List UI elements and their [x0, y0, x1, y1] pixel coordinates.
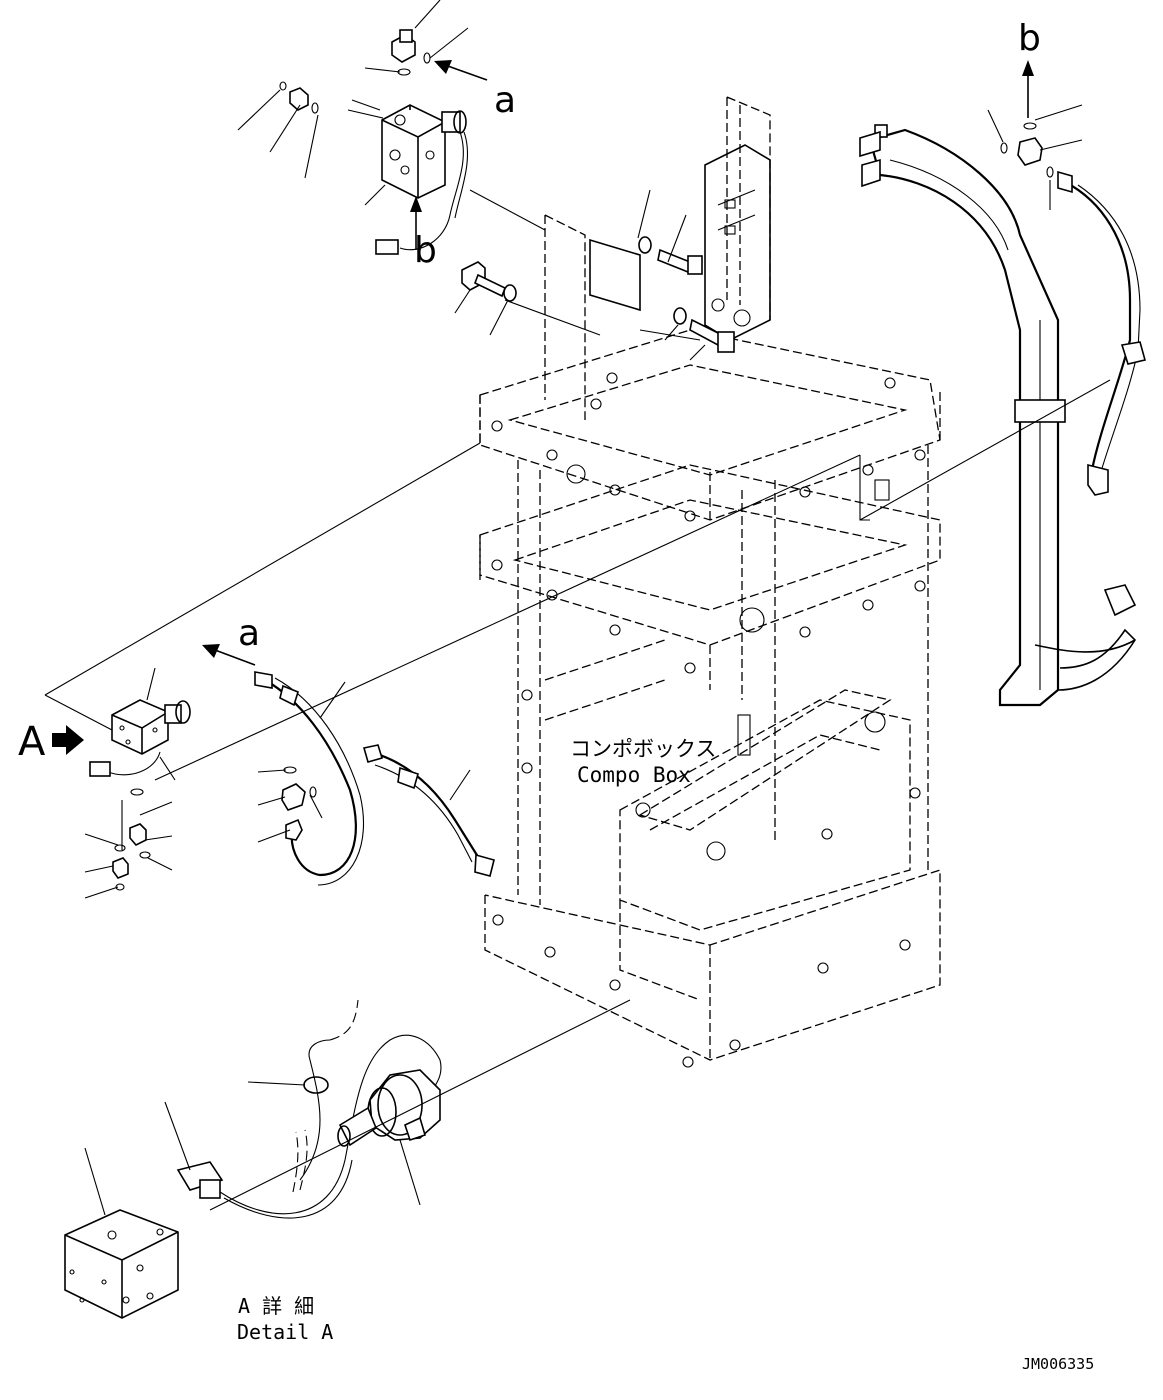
- compo-box-frame: [479, 96, 941, 1068]
- leader-and-reference-lines: [44, 0, 1111, 1216]
- bolts-washers: [461, 236, 735, 353]
- label-b-valve: b: [414, 230, 437, 271]
- label-a-top: a: [494, 80, 516, 121]
- detail-a-label-en: Detail A: [237, 1320, 333, 1344]
- arrow-b-valve: [410, 196, 422, 250]
- solenoid-valve-assembly-top: [279, 29, 468, 255]
- label-a-left: a: [238, 613, 260, 654]
- right-pipe-assembly: [859, 122, 1146, 707]
- compo-box-label-en: Compo Box: [577, 763, 691, 787]
- compo-box-label-jp: コンポボックス: [570, 737, 716, 761]
- label-view-a: A: [18, 719, 46, 765]
- solenoid-valve-left: [89, 699, 191, 891]
- label-b-top: b: [1018, 18, 1041, 59]
- arrow-a-top: [434, 60, 488, 81]
- detail-a-label-jp: A 詳 細: [238, 1294, 314, 1318]
- view-arrow-a: [52, 725, 84, 755]
- detail-a: [64, 999, 442, 1319]
- arrow-b-top: [1022, 60, 1034, 118]
- drawing-code: JM006335: [1022, 1355, 1094, 1373]
- arrow-a-left: [202, 644, 256, 666]
- hoses-center-left: [254, 671, 495, 886]
